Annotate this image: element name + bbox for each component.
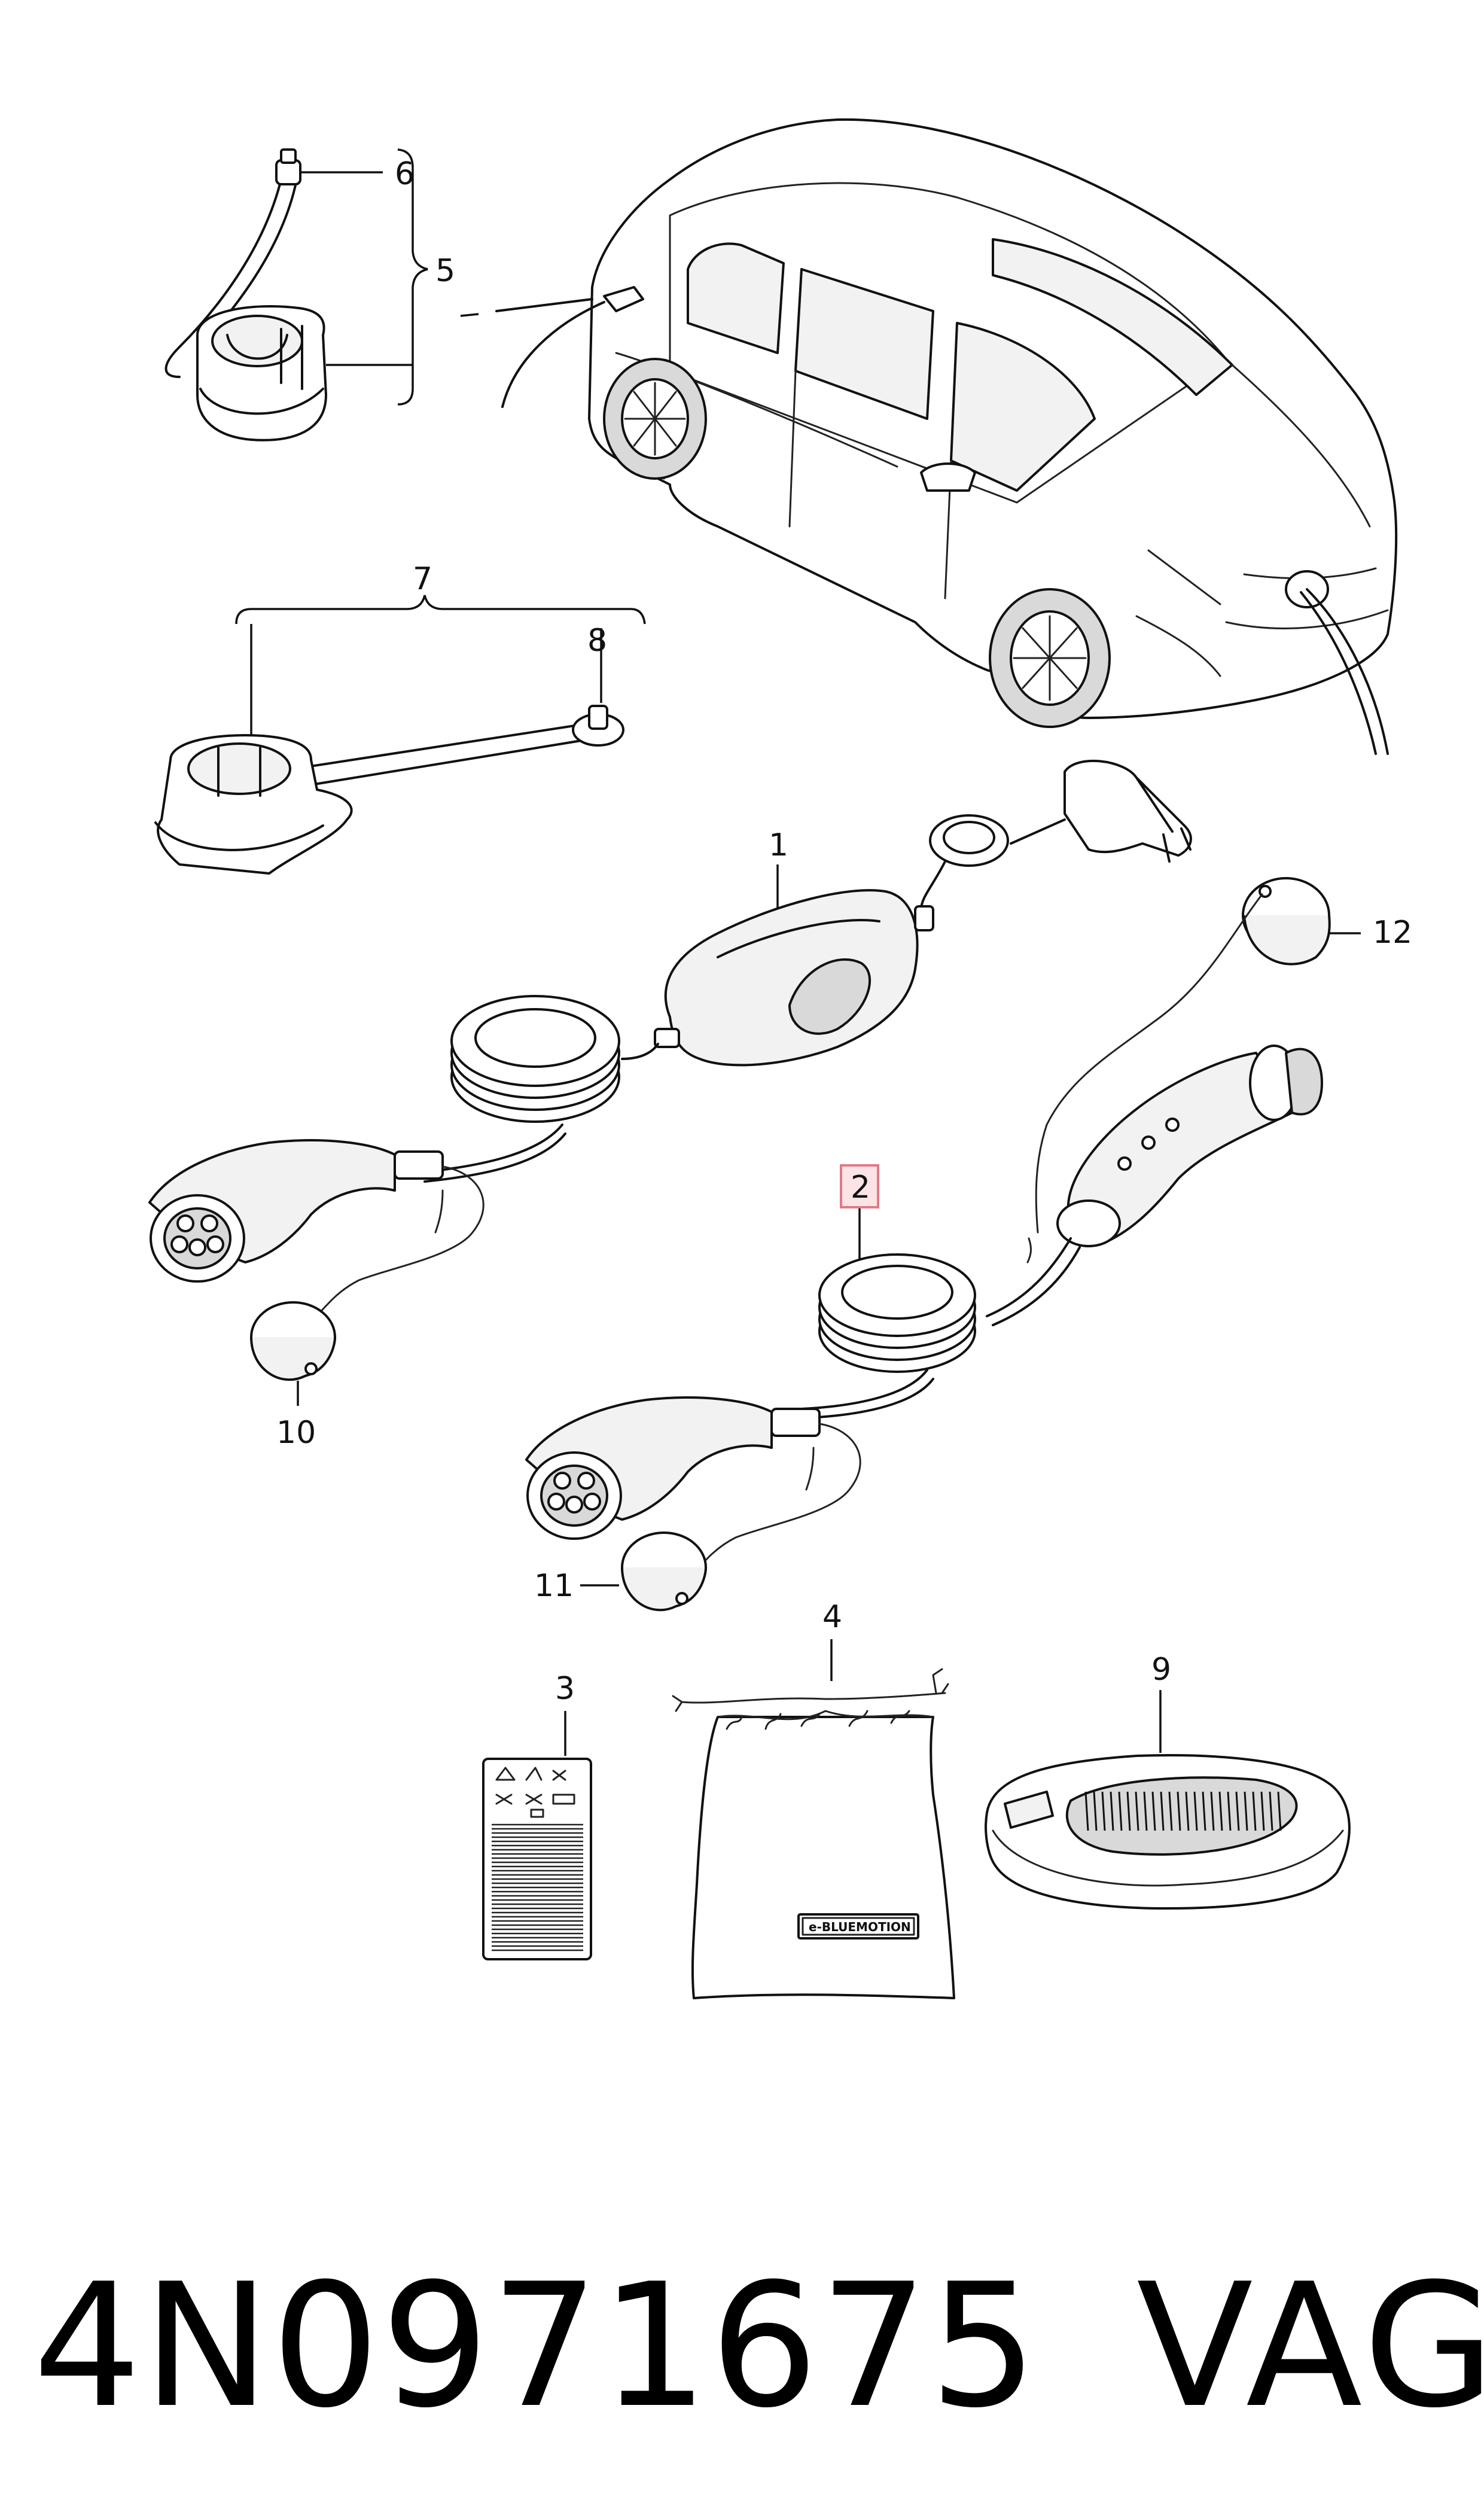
callout-11: 11 (534, 1568, 574, 1604)
holder-slat (1151, 1791, 1156, 1831)
callout-8: 8 (587, 623, 607, 659)
holder-slat (1202, 1791, 1206, 1831)
brand-name: VAG (1136, 2247, 1484, 2446)
callout-2[interactable]: 2 (851, 1170, 870, 1205)
holder-slat (1235, 1791, 1240, 1831)
holder-slat (1118, 1791, 1123, 1831)
holder-slat (1185, 1791, 1190, 1831)
storage-bag: e-BLUEMOTION (672, 1668, 955, 1999)
callout-4: 4 (822, 1599, 842, 1635)
holder-slat (1168, 1791, 1173, 1831)
holder-slat (1210, 1791, 1215, 1831)
charging-cable-with-control-box (148, 759, 1192, 1381)
callout-12: 12 (1373, 915, 1412, 951)
warning-label-sheet (482, 1758, 592, 1960)
callout-7: 7 (413, 561, 432, 597)
holder-slat (1269, 1791, 1273, 1831)
callout-9: 9 (1151, 1652, 1171, 1688)
callout-2-highlight-box (840, 1164, 879, 1208)
callout-1: 1 (769, 827, 788, 863)
holder-slat (1126, 1791, 1131, 1831)
holder-slat (1244, 1791, 1248, 1831)
holder-slat (1084, 1791, 1089, 1831)
socket-holder-assembly (164, 148, 327, 442)
holder-slat (1193, 1791, 1198, 1831)
callout-3: 3 (555, 1671, 575, 1707)
holder-with-strap (154, 705, 624, 875)
holder-slat (1160, 1791, 1165, 1831)
holder-slat (1277, 1791, 1282, 1831)
holder-slat (1143, 1791, 1148, 1831)
callout-6: 6 (395, 156, 415, 192)
holder-slat (1135, 1791, 1139, 1831)
holder-slat (1260, 1791, 1265, 1831)
callout-10: 10 (276, 1415, 316, 1451)
holder-slat (1110, 1791, 1114, 1831)
bag-brand-label: e-BLUEMOTION (809, 1920, 911, 1934)
holder-slat (1101, 1791, 1106, 1831)
part-number: 4N0971675 (33, 2247, 1039, 2446)
holder-slat (1218, 1791, 1223, 1831)
holder-slat (1093, 1791, 1098, 1831)
holder-slat (1177, 1791, 1181, 1831)
holder-slat (1227, 1791, 1232, 1831)
charging-cable-type2 (525, 877, 1331, 1612)
wall-cable-holder (985, 1754, 1351, 1910)
car-illustration (460, 118, 1398, 755)
holder-slat (1252, 1791, 1257, 1831)
callout-5: 5 (435, 253, 455, 289)
